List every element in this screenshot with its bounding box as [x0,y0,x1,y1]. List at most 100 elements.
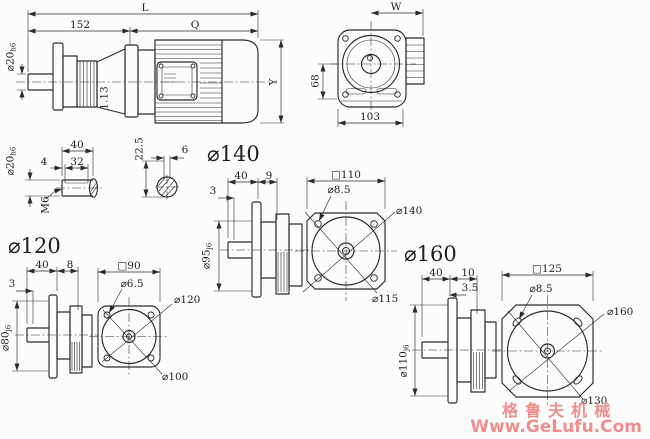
flange-plate [447,297,458,404]
flange-120-section: ⌀120 40 8 3 ⌀80j6 □90 ⌀6.5 ⌀120 ⌀100 [0,234,200,383]
dim-40: 40 [234,170,247,182]
extension-lines [410,275,478,397]
dim-hole: ⌀8.5 [529,283,552,295]
shaft [421,341,448,359]
connector-ribs [406,44,424,78]
dim-9: 9 [266,170,273,182]
dim-bolt-circle: ⌀130 [581,395,607,407]
shaft-detail-view: 40 4 32 ⌀20h6 M6 [5,139,104,214]
dim-68: 68 [310,74,322,87]
foot-slot-right [376,88,398,95]
dim-hole: ⌀6.5 [120,278,143,290]
dim-spigot: ⌀80j6 [0,324,13,351]
dim-3: 3 [210,185,217,197]
flange-circle-inner [346,39,396,89]
dim-key-width: 6 [182,144,189,156]
dim-Y: Y [268,77,280,86]
centerlines [330,21,416,116]
extension-lines [318,9,424,127]
hole-leader [318,195,332,222]
dim-outer: ⌀120 [174,294,200,306]
dim-Q: Q [191,19,200,31]
adapter-plate [124,44,139,118]
flange-circle [101,308,157,365]
dim-key-height: 22.5 [134,137,146,160]
section-title-140: ⌀140 [207,142,260,166]
motor-body [154,39,259,124]
dim-bolt-circle: ⌀115 [372,293,398,305]
center-bore [337,242,355,260]
dim-10: 10 [461,267,474,279]
end-block [484,321,497,379]
ribs [71,342,80,371]
dim-square: □110 [331,169,361,181]
hole-leader [518,294,533,320]
shaft-hub [360,53,382,75]
flange-outline [306,212,386,290]
flange-160-section: ⌀160 40 10 3.5 ⌀110j6 □125 ⌀8.5 ⌀160 [398,242,633,407]
dim-3: 3 [9,278,16,290]
flange-circle [311,216,381,286]
chamfer-hatch [90,181,99,196]
flange-outline [501,304,594,398]
dim-bolt-circle: ⌀100 [162,371,188,383]
dim-4: 4 [41,156,48,168]
center-bore [122,329,136,344]
dim-8: 8 [67,259,74,271]
gearmotor-side-view: L 152 Q ⌀20h6 1.13 Y [5,2,284,124]
foot-slot-left [345,88,367,95]
end-block [288,223,303,287]
shaft [26,327,49,343]
hub [56,311,71,360]
keyway-hole [366,54,374,62]
dim-3-5: 3.5 [462,282,479,294]
thread-leader [45,188,63,200]
extension-lines [17,10,284,124]
flange-plate [48,294,58,379]
motor-fins [155,44,222,121]
watermark-url: Www.GeLufu.Com [470,417,642,437]
flange-circle-outer [341,34,401,94]
gearbox-ribs [79,62,95,106]
extension-lines [12,267,79,372]
gearbox-hub [62,55,78,108]
dim-152: 152 [70,19,90,31]
dim-outer: ⌀140 [396,205,422,217]
dim-shaft-dia: ⌀20h6 [5,42,18,71]
terminal-box-slots [164,73,176,83]
centerlines [155,175,179,199]
output-flange-plate [52,42,64,111]
flange-plate [251,201,262,298]
section-hatch [157,177,176,197]
center-bore [539,343,556,359]
dim-L: L [142,2,149,14]
dim-thread: M6 [40,196,52,214]
centerlines [492,295,603,407]
dim-40: 40 [429,267,442,279]
dim-shaft-dia: ⌀20h6 [5,146,18,175]
watermark-brand: 格鲁夫机械 [502,401,618,420]
dim-offset: 1.13 [99,86,111,109]
dim-32: 32 [70,156,83,168]
dim-hole: ⌀8.5 [327,184,350,196]
extension-lines [25,147,94,197]
section-title-160: ⌀160 [404,242,457,266]
terminal-box-lid [161,66,193,96]
dim-103: 103 [360,111,380,123]
dim-40: 40 [35,259,48,271]
dim-square: □90 [117,260,140,272]
shaft [227,241,252,259]
dim-square: □125 [532,263,562,275]
terminal-connector [405,37,425,85]
hole-leader [108,288,123,314]
terminal-box [156,61,198,101]
section-title-120: ⌀120 [8,234,61,258]
flange-outline [97,305,161,368]
body-block [470,309,486,393]
dim-40: 40 [70,139,83,151]
watermark: 格鲁夫机械 Www.GeLufu.Com [470,403,642,436]
dim-spigot: ⌀110j6 [398,344,411,378]
key-section-view: 6 22.5 [134,137,189,199]
